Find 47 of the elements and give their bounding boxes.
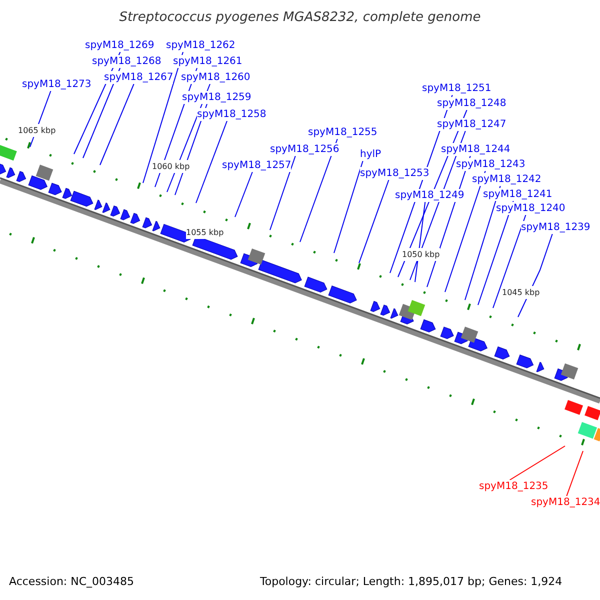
scale-label: 1050 kbp bbox=[402, 248, 440, 261]
leader-line bbox=[196, 120, 228, 204]
gene-label: spyM18_1259 bbox=[182, 91, 252, 104]
gene-label: spyM18_1262 bbox=[166, 39, 236, 52]
gene-label: spyM18_1239 bbox=[521, 221, 590, 234]
gene-label: spyM18_1235 bbox=[479, 480, 548, 493]
footer-text: Topology: circular; Length: 1,895,017 bp; Genes: 1,924 bbox=[260, 575, 562, 588]
leader-line bbox=[334, 160, 364, 254]
gene-label: spyM18_1269 bbox=[85, 39, 154, 52]
leader-line bbox=[270, 156, 296, 230]
gene-label: spyM18_1243 bbox=[456, 158, 526, 171]
gene-label: spyM18_1240 bbox=[496, 202, 566, 215]
scale-label: 1060 kbp bbox=[152, 160, 190, 173]
leader-line bbox=[478, 200, 514, 306]
scale-label: 1065 kbp bbox=[18, 124, 56, 137]
gene-label: spyM18_1258 bbox=[197, 108, 266, 121]
gene-label: spyM18_1268 bbox=[92, 55, 162, 68]
gene-label: spyM18_1244 bbox=[441, 143, 510, 156]
leader-line bbox=[566, 450, 584, 496]
scale-label: 1055 kbp bbox=[186, 226, 224, 239]
scale-label: 1045 kbp bbox=[502, 286, 540, 299]
gene-label: spyM18_1247 bbox=[437, 118, 506, 131]
leader-line bbox=[234, 172, 253, 218]
title: Streptococcus pyogenes MGAS8232, complete genome bbox=[118, 11, 482, 24]
leader-line bbox=[464, 186, 501, 300]
gene-label: spyM18_1251 bbox=[422, 82, 492, 95]
leader-line bbox=[100, 84, 134, 166]
gene-label: spyM18_1260 bbox=[181, 71, 250, 84]
gene-label: spyM18_1248 bbox=[437, 97, 506, 110]
gene-label: spyM18_1253 bbox=[360, 167, 430, 180]
gene-label: hylP bbox=[360, 148, 382, 161]
leader-line bbox=[358, 180, 390, 264]
leader-line bbox=[509, 446, 566, 480]
gene-label: spyM18_1249 bbox=[395, 189, 464, 202]
gene-label: spyM18_1242 bbox=[472, 173, 542, 186]
gene-label: spyM18_1255 bbox=[308, 126, 378, 139]
gene-label: spyM18_1257 bbox=[222, 159, 292, 172]
leader-line bbox=[444, 170, 486, 292]
gene-label: spyM18_1267 bbox=[104, 71, 174, 84]
footer-text: Accession: NC_003485 bbox=[9, 575, 134, 588]
gene-label: spyM18_1241 bbox=[483, 188, 552, 201]
leader-line bbox=[142, 52, 184, 184]
gene-label: spyM18_1261 bbox=[173, 55, 242, 68]
gene-label: spyM18_1234 bbox=[531, 496, 600, 509]
gene-label: spyM18_1273 bbox=[22, 78, 92, 91]
leader-line bbox=[492, 214, 526, 308]
gene-label: spyM18_1256 bbox=[270, 143, 340, 156]
